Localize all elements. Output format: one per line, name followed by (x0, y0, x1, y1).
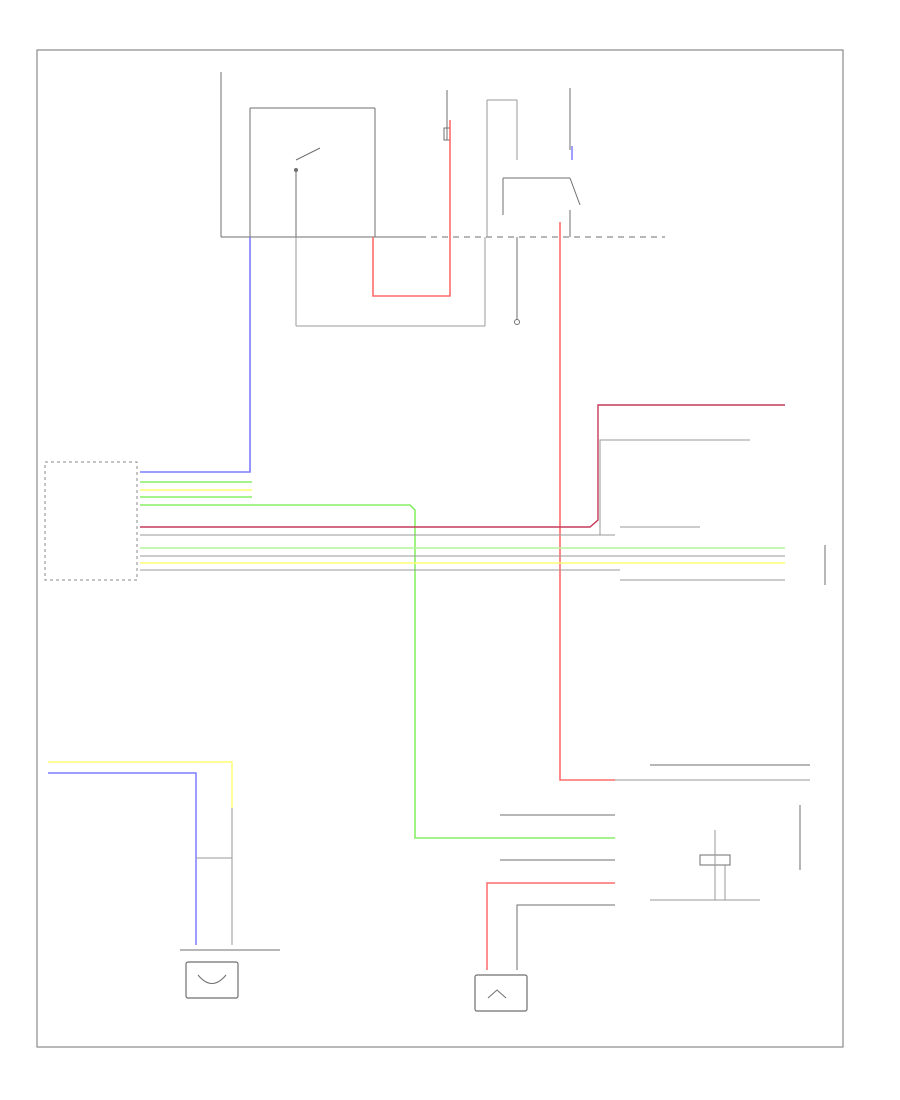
brake-switch-lever (295, 147, 321, 161)
bottom-left-symbol (197, 974, 227, 984)
diagram-border (36, 49, 844, 1048)
wire-yellow-bottom-left (48, 761, 233, 808)
bottom-right-module (500, 764, 810, 901)
tcm-block (44, 461, 138, 581)
bus-wire-green-long (140, 504, 615, 839)
wire-blue-main (140, 237, 251, 473)
bottom-left-component (48, 761, 280, 999)
bus-wire-darkred (140, 404, 785, 528)
top-component-group (220, 72, 665, 238)
bottom-center-symbol (487, 989, 507, 999)
ground-symbol (514, 319, 520, 325)
wire-blue-bottom-left (48, 772, 197, 945)
bottom-center-component (474, 882, 615, 1012)
wire-red-top-loop (372, 120, 451, 297)
relay-switch-arm (569, 177, 581, 206)
brake-switch-contact (294, 168, 298, 172)
wire-gray-bottom-center (516, 904, 615, 970)
wire-red-main (559, 222, 615, 781)
bottom-center-body (474, 974, 528, 1012)
wire-red-bottom-center (486, 882, 615, 970)
tcm-dashed-outline (44, 461, 138, 581)
bottom-left-body (185, 961, 239, 999)
wire-sensor-upper (599, 439, 750, 535)
